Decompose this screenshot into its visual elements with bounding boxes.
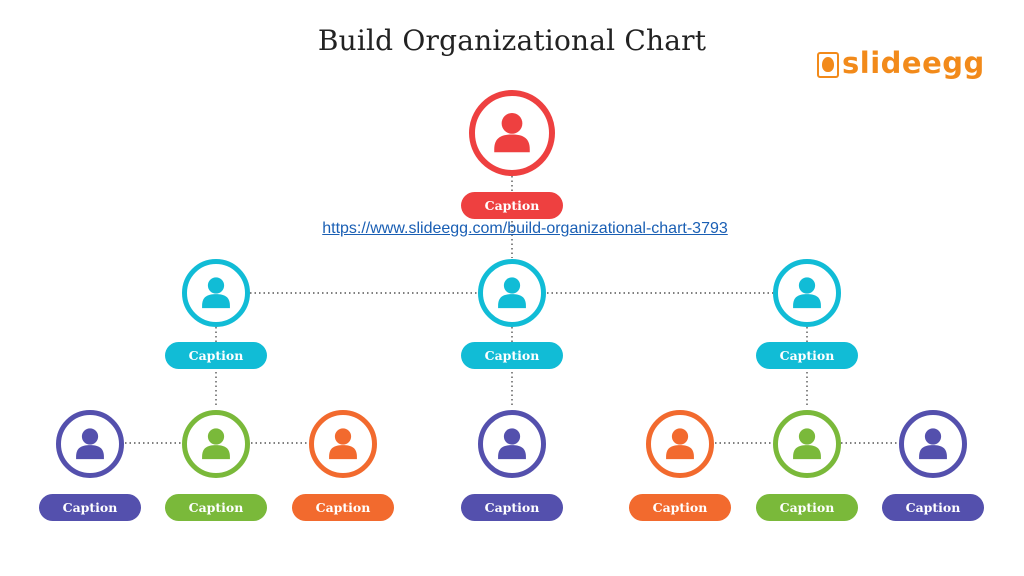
person-icon xyxy=(182,259,250,327)
source-link[interactable]: https://www.slideegg.com/build-organizat… xyxy=(322,220,728,237)
person-icon xyxy=(56,410,124,478)
slideegg-logo: slideegg xyxy=(817,46,985,80)
egg-logo-icon xyxy=(817,52,839,78)
person-icon xyxy=(478,259,546,327)
caption-label: Caption xyxy=(165,494,267,521)
person-icon xyxy=(773,410,841,478)
caption-label: Caption xyxy=(629,494,731,521)
caption-label: Caption xyxy=(461,494,563,521)
person-icon xyxy=(478,410,546,478)
caption-label: Caption xyxy=(756,494,858,521)
caption-label: Caption xyxy=(882,494,984,521)
person-icon xyxy=(646,410,714,478)
person-icon xyxy=(182,410,250,478)
page-title: Build Organizational Chart xyxy=(317,24,707,57)
caption-label: Caption xyxy=(461,192,563,219)
caption-label: Caption xyxy=(461,342,563,369)
caption-label: Caption xyxy=(292,494,394,521)
person-icon xyxy=(773,259,841,327)
person-icon xyxy=(309,410,377,478)
logo-text: slideegg xyxy=(842,46,985,80)
caption-label: Caption xyxy=(756,342,858,369)
caption-label: Caption xyxy=(165,342,267,369)
person-icon xyxy=(469,90,555,176)
person-icon xyxy=(899,410,967,478)
caption-label: Caption xyxy=(39,494,141,521)
